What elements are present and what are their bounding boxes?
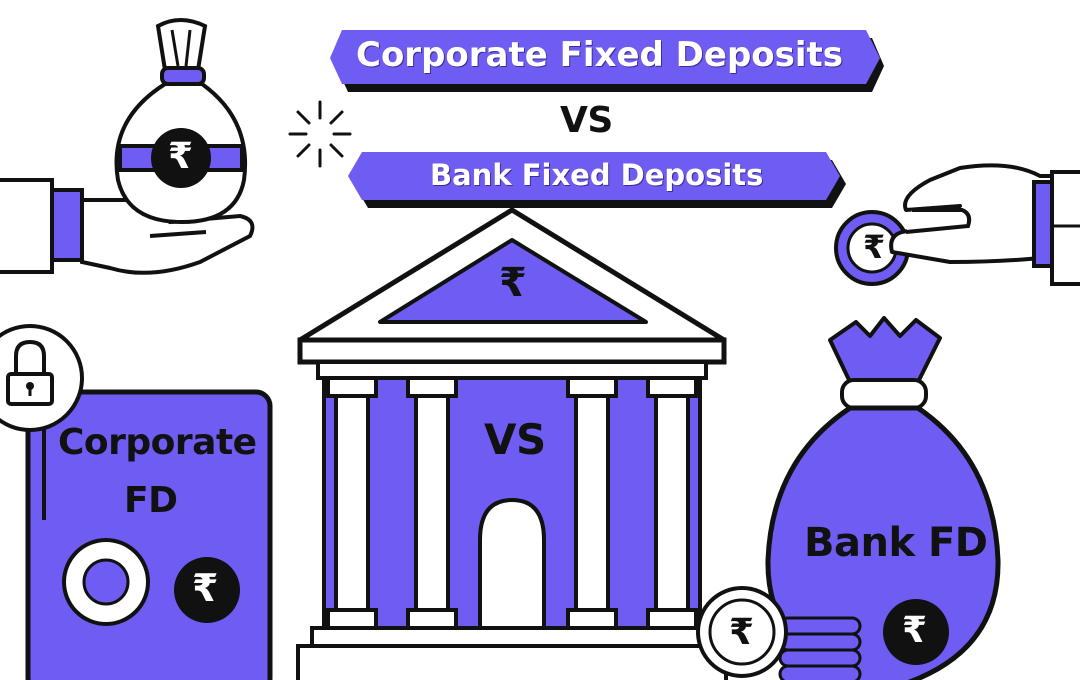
safe-label-line1: Corporate <box>58 422 257 463</box>
big-money-bag-icon <box>765 316 1001 680</box>
money-bag-label: Bank FD <box>804 520 988 566</box>
coin-hand-rupee: ₹ <box>863 228 885 266</box>
coin-stack-icon <box>696 586 862 680</box>
hand-icon <box>0 178 255 275</box>
small-bag-rupee: ₹ <box>168 136 193 177</box>
banner-vs-label: VS <box>560 100 613 141</box>
coin-hand-icon <box>834 163 1080 286</box>
banner-bottom-label: Bank Fixed Deposits <box>430 158 764 192</box>
bank-building-label: VS <box>484 415 546 464</box>
money-bag-icon <box>114 18 247 225</box>
banner-top-label: Corporate Fixed Deposits <box>356 35 844 75</box>
safe-icon <box>25 389 273 680</box>
banner-bottom <box>348 152 846 208</box>
safe-label-line2: FD <box>124 480 178 521</box>
coin-stack-rupee: ₹ <box>729 612 754 653</box>
sparkle-icon <box>288 100 352 168</box>
bank-roof-rupee: ₹ <box>499 260 527 306</box>
padlock-icon <box>0 324 84 432</box>
bank-building-icon <box>296 207 728 680</box>
money-bag-rupee: ₹ <box>902 610 927 651</box>
safe-rupee: ₹ <box>192 566 218 610</box>
banner-top <box>330 30 884 92</box>
